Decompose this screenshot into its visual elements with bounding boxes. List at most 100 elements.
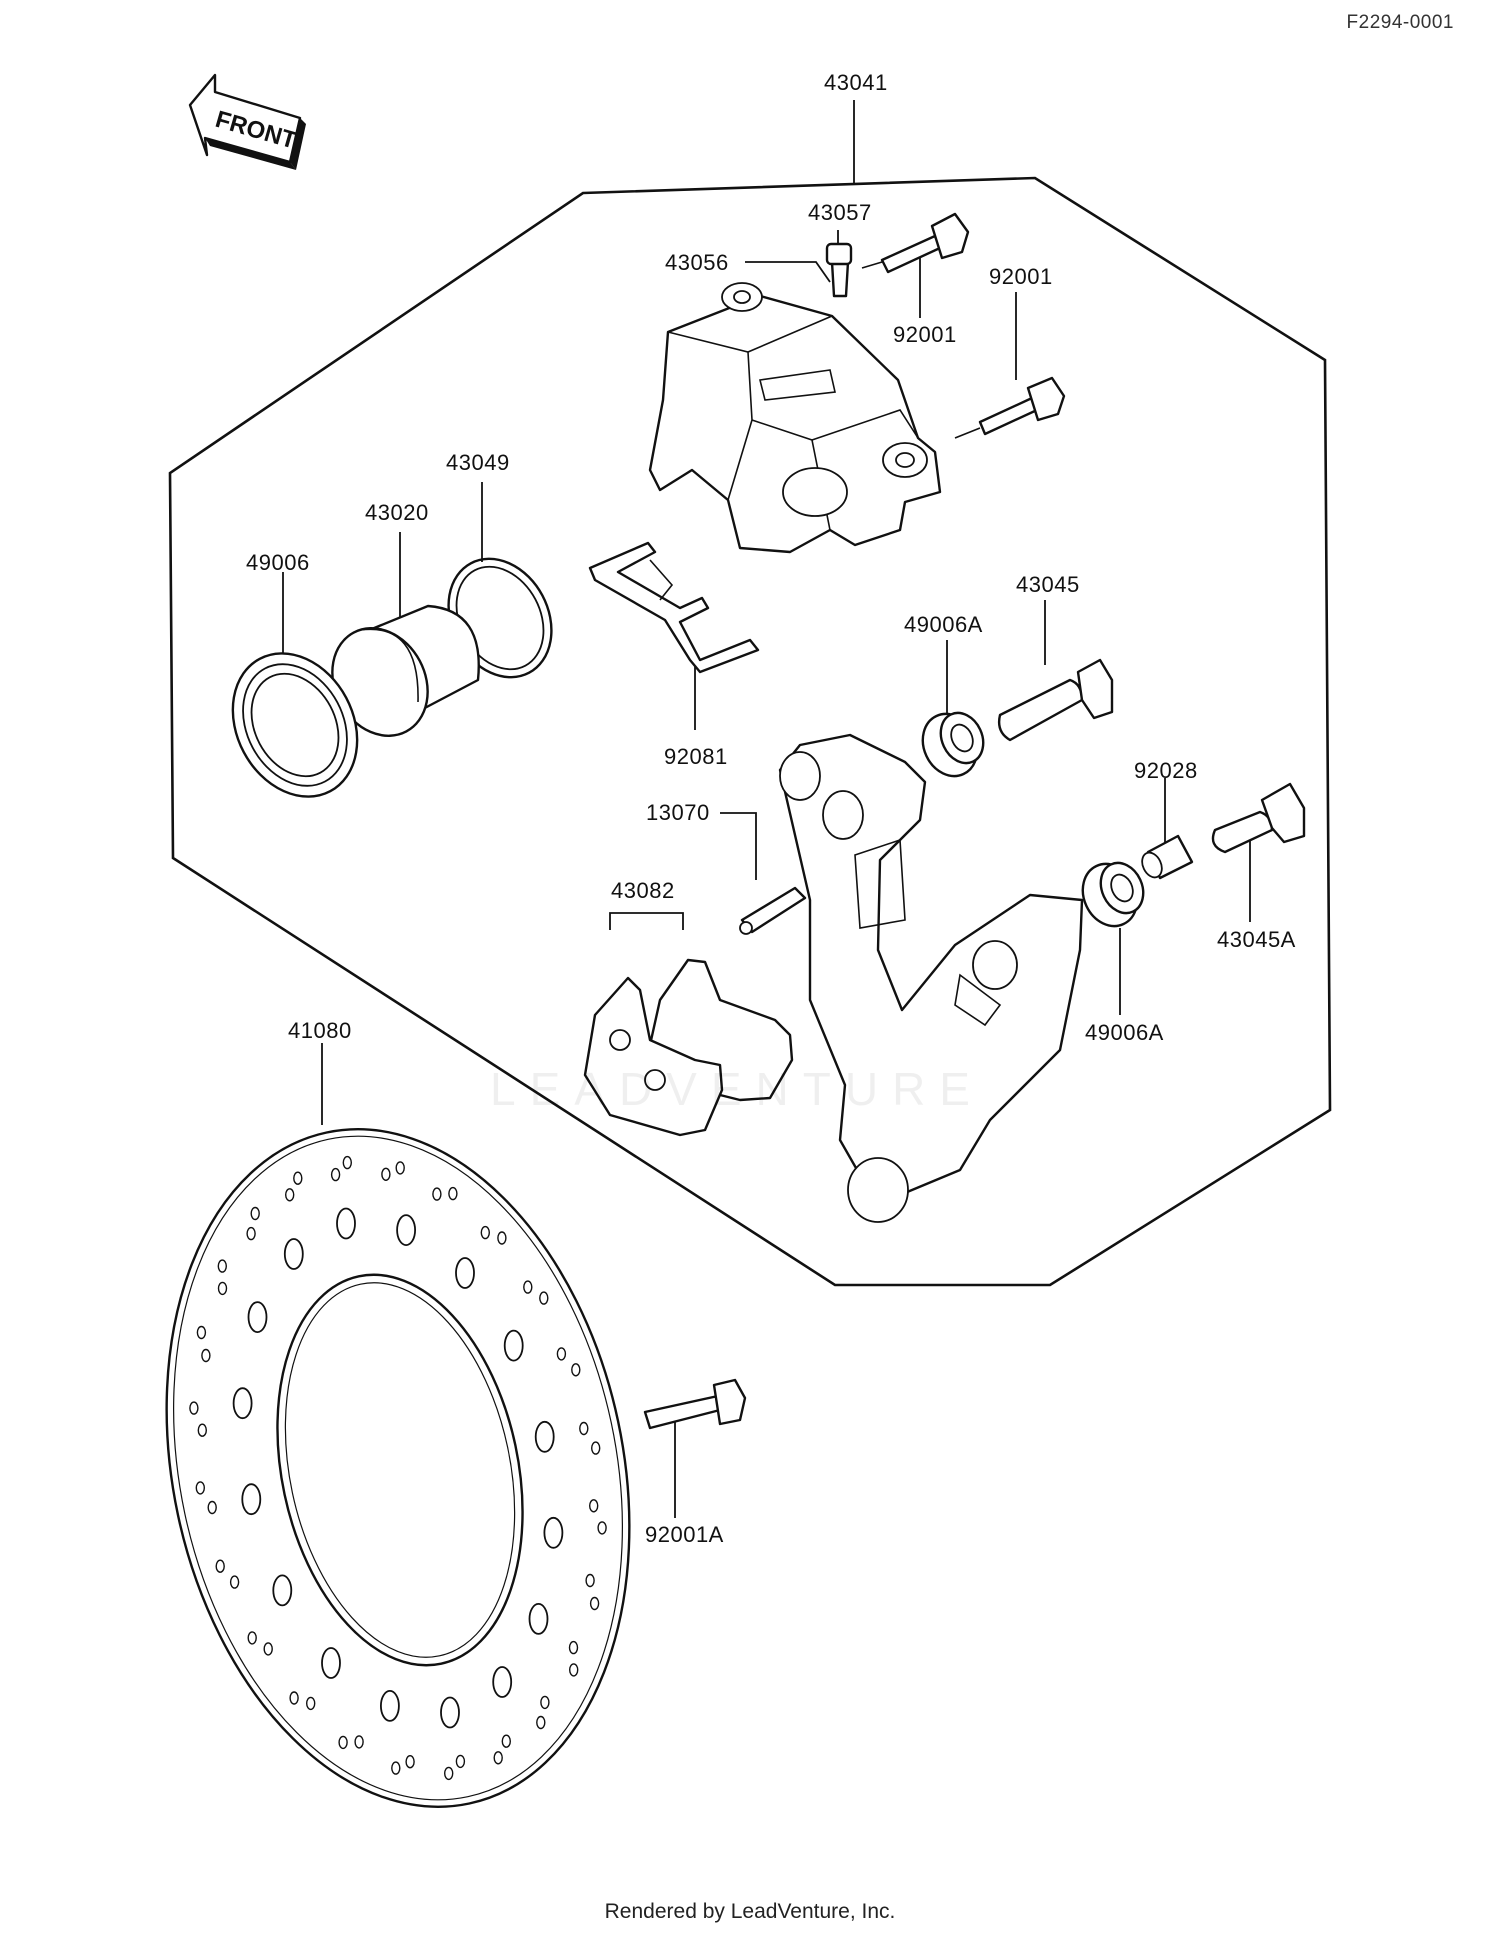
disc-small-hole (330, 1167, 341, 1182)
boot-lower (1081, 861, 1145, 928)
disc-small-hole (189, 1401, 199, 1415)
slide-pin-a (1211, 782, 1306, 854)
disc-large-hole (247, 1301, 268, 1333)
disc-large-hole (379, 1690, 400, 1722)
pad-spring (739, 886, 807, 935)
label-41080: 41080 (288, 1018, 352, 1043)
caliper-assembly-boundary (168, 176, 1332, 1287)
disc-small-hole (207, 1500, 217, 1515)
brake-pads (583, 958, 794, 1137)
diagram-code: F2294-0001 (1346, 12, 1454, 33)
spring-plate (588, 541, 760, 674)
disc-large-hole (396, 1214, 417, 1246)
disc-small-hole (395, 1161, 405, 1175)
disc-small-hole (306, 1696, 316, 1711)
label-43056: 43056 (665, 250, 729, 275)
bolt-lower (954, 376, 1066, 439)
caliper-bracket (778, 733, 1084, 1223)
disc-small-hole (342, 1155, 352, 1170)
disc-small-hole (195, 1481, 206, 1495)
disc-small-hole (229, 1575, 240, 1589)
bolt-upper (861, 212, 970, 274)
disc-small-hole (569, 1663, 579, 1677)
disc-large-hole (321, 1647, 341, 1679)
slide-pin (997, 658, 1114, 742)
disc-large-hole (503, 1329, 524, 1362)
front-arrow-icon: FRONT (188, 73, 306, 170)
disc-small-hole (215, 1559, 225, 1573)
watermark: LEADVENTURE (490, 1063, 984, 1115)
disc-large-hole (336, 1207, 356, 1240)
disc-small-hole (432, 1187, 442, 1201)
disc-small-hole (247, 1631, 257, 1645)
disc-small-hole (571, 1363, 581, 1377)
disc-small-hole (493, 1751, 503, 1765)
label-92001-upper: 92001 (893, 322, 957, 347)
label-43045A: 43045A (1217, 927, 1296, 952)
disc-small-hole (250, 1206, 260, 1221)
caliper-body (648, 282, 942, 554)
label-43041: 43041 (824, 70, 888, 95)
disc-large-hole (241, 1483, 262, 1516)
disc-small-hole (589, 1596, 600, 1611)
label-43020: 43020 (365, 500, 429, 525)
disc-large-hole (232, 1387, 253, 1420)
label-49006A-upper: 49006A (904, 612, 983, 637)
disc-small-hole (448, 1186, 458, 1201)
label-92081: 92081 (664, 744, 728, 769)
sleeve (1141, 834, 1194, 880)
disc-small-hole (591, 1441, 601, 1455)
boot-upper (921, 711, 985, 778)
disc-small-hole (217, 1259, 228, 1273)
disc-small-hole (201, 1348, 211, 1363)
disc-small-hole (289, 1691, 299, 1705)
disc-small-hole (597, 1521, 607, 1535)
label-43045: 43045 (1016, 572, 1080, 597)
label-49006A-lower: 49006A (1085, 1020, 1164, 1045)
label-43082: 43082 (611, 878, 675, 903)
disc-small-hole (285, 1188, 295, 1202)
disc-small-hole (568, 1640, 579, 1655)
disc-large-hole (543, 1516, 564, 1549)
footer-credit: Rendered by LeadVenture, Inc. (604, 1900, 896, 1923)
label-43049: 43049 (446, 450, 510, 475)
disc-large-hole (272, 1574, 293, 1607)
disc-small-hole (444, 1766, 454, 1781)
disc-small-hole (263, 1642, 273, 1656)
piston (331, 604, 480, 737)
disc-small-hole (381, 1167, 391, 1182)
dust-seal (231, 652, 359, 798)
disc-small-hole (354, 1735, 364, 1749)
label-43057: 43057 (808, 200, 872, 225)
disc-large-hole (492, 1666, 513, 1698)
disc-small-hole (585, 1573, 595, 1588)
label-92001A: 92001A (645, 1522, 724, 1547)
leader-lines (282, 100, 1251, 1518)
disc-bolt (643, 1378, 747, 1430)
disc-small-hole (497, 1231, 507, 1245)
disc-large-hole (283, 1238, 304, 1270)
disc-large-hole (440, 1696, 460, 1729)
disc-small-hole (196, 1325, 207, 1340)
brake-disc (165, 1128, 631, 1808)
disc-large-hole (534, 1420, 555, 1453)
disc-small-hole (539, 1291, 549, 1305)
disc-small-hole (480, 1225, 490, 1240)
disc-small-hole (455, 1754, 466, 1769)
disc-small-hole (197, 1423, 208, 1437)
disc-holes (189, 1155, 607, 1781)
disc-large-hole (528, 1603, 549, 1635)
bleeder-valve (825, 242, 853, 298)
disc-small-hole (540, 1695, 550, 1710)
disc-small-hole (293, 1171, 303, 1185)
disc-small-hole (501, 1734, 511, 1748)
disc-small-hole (523, 1280, 533, 1294)
disc-small-hole (536, 1715, 546, 1730)
label-92001-lower: 92001 (989, 264, 1053, 289)
disc-small-hole (246, 1226, 256, 1241)
label-49006: 49006 (246, 550, 310, 575)
disc-small-hole (589, 1499, 599, 1513)
disc-large-hole (455, 1257, 475, 1289)
